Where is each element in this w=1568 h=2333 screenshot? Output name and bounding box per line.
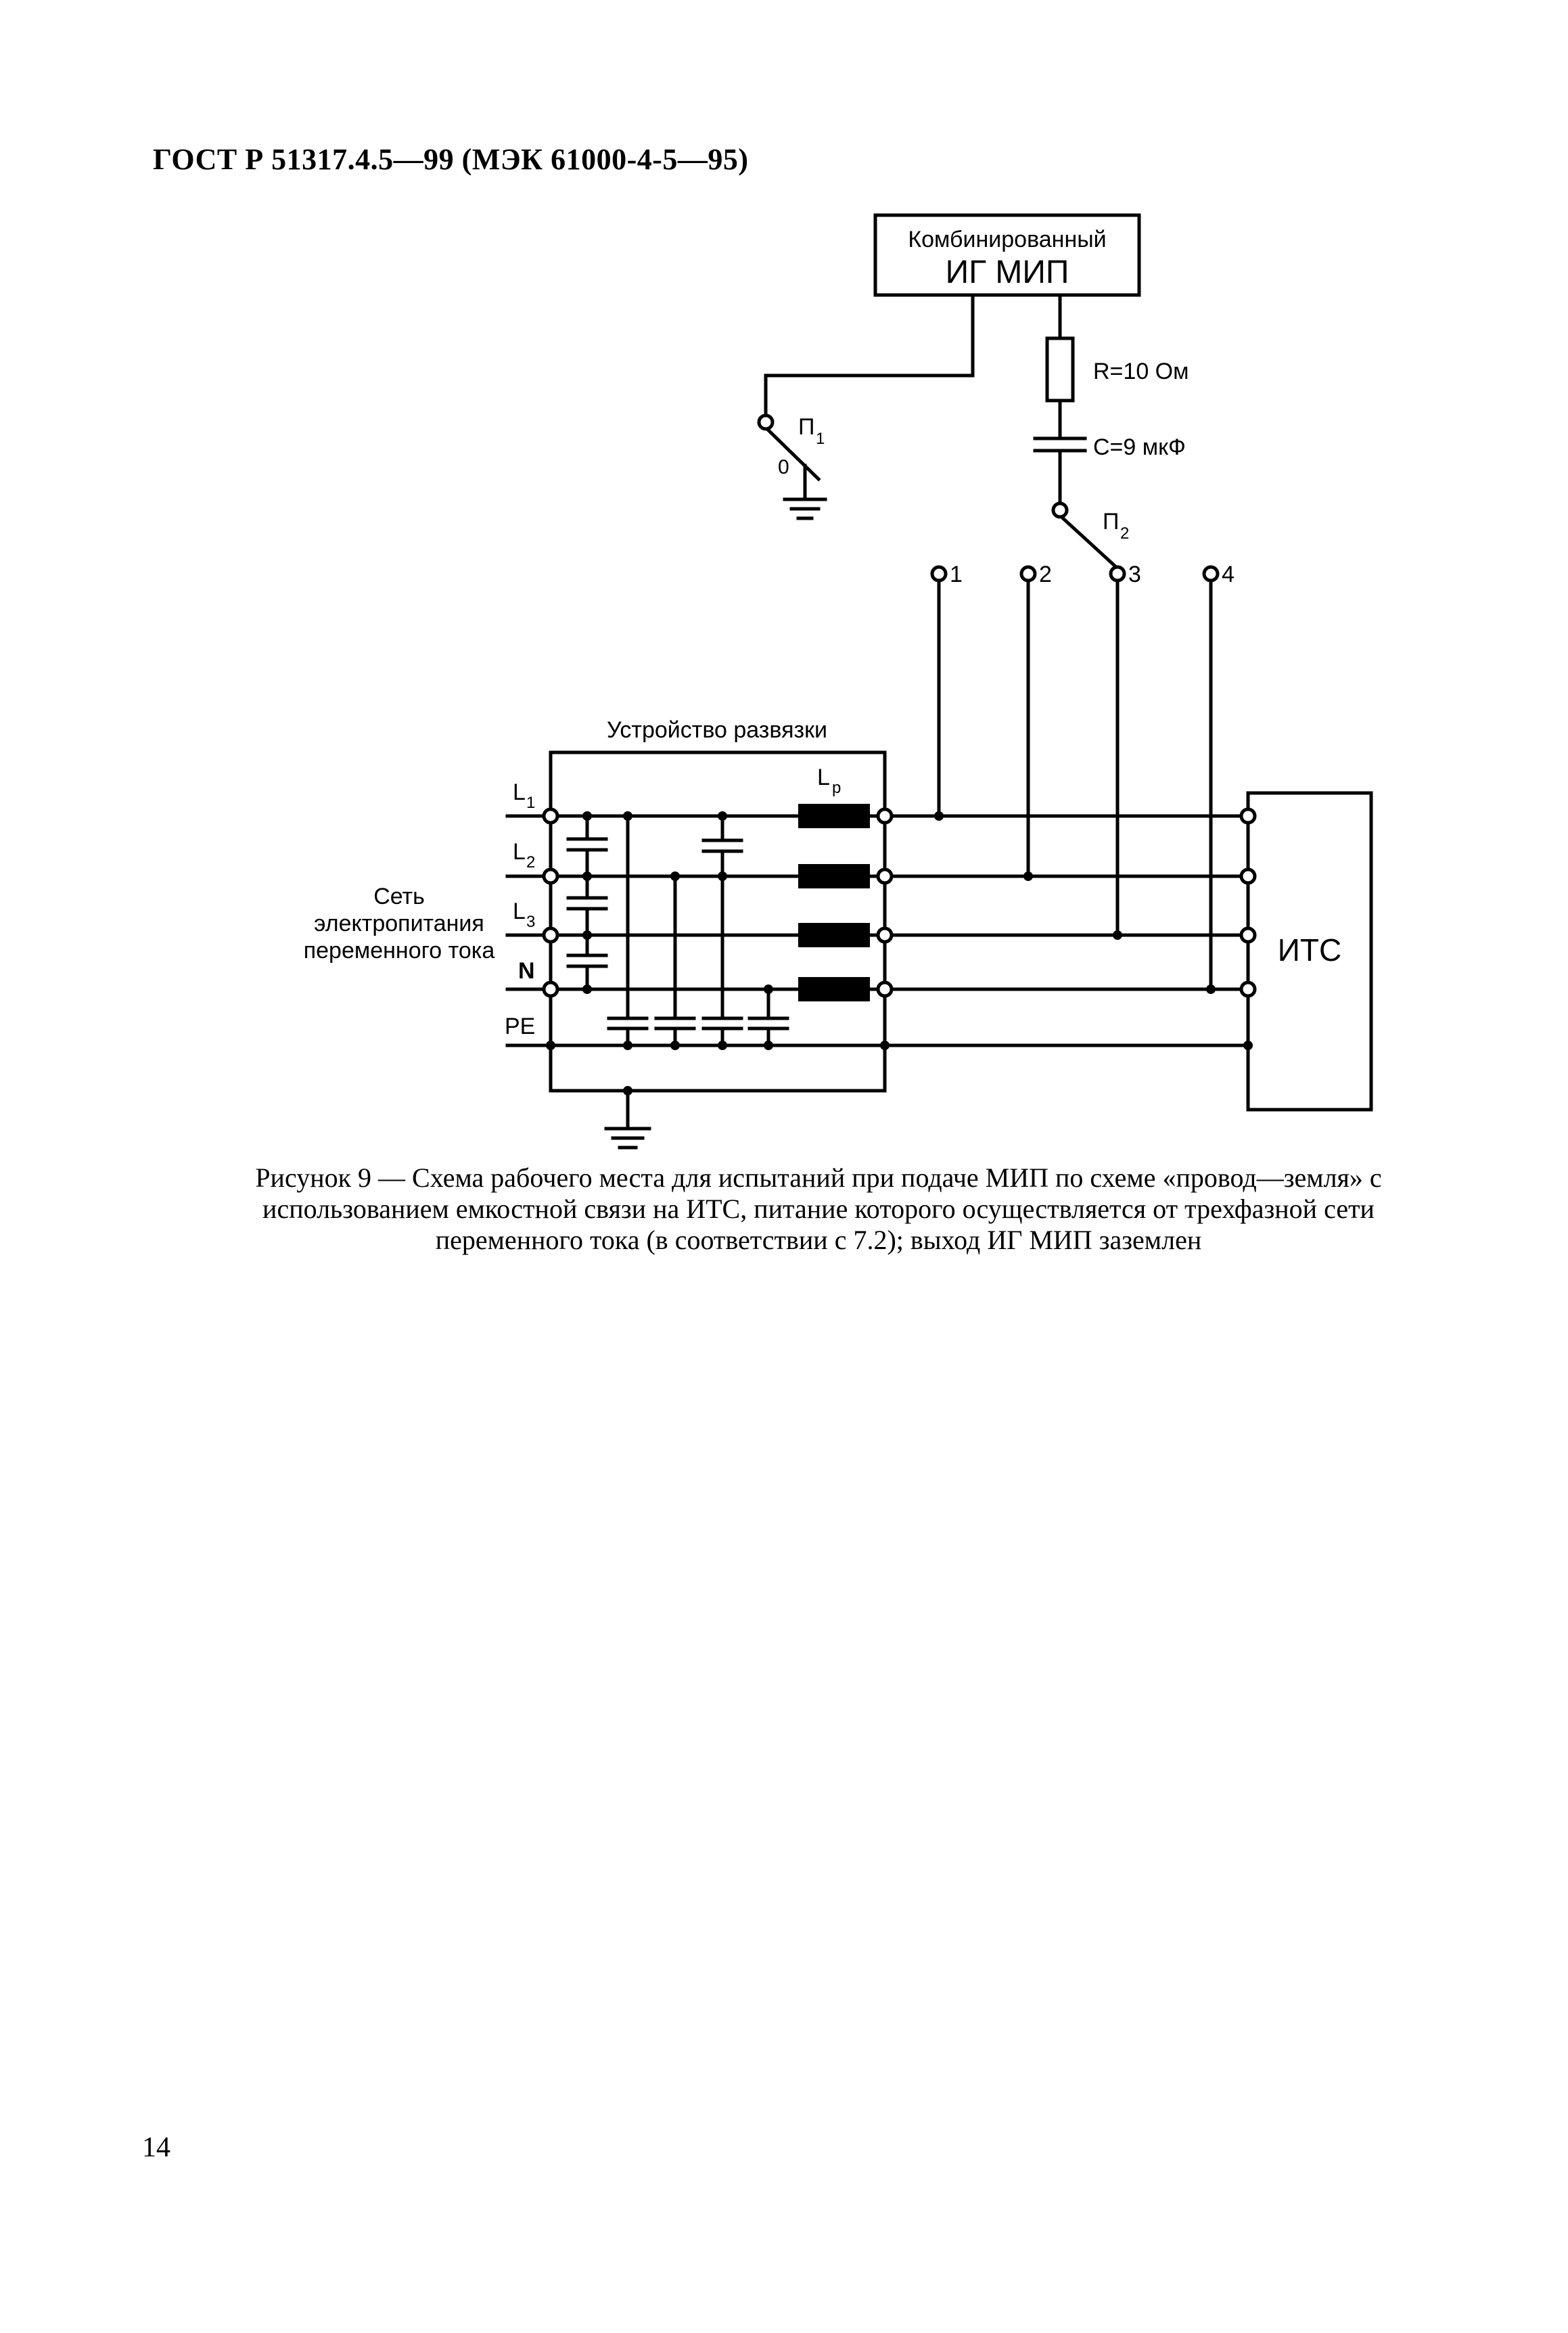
line-l1-label: L: [513, 779, 526, 805]
switch2-pivot: [1051, 501, 1069, 519]
generator-box: [873, 213, 1141, 297]
switch2-sub: 2: [1120, 524, 1129, 543]
terminal-4-label: 4: [1222, 562, 1235, 587]
terminal-2-label: 2: [1039, 562, 1052, 587]
decoupling-label: Устройство развязки: [607, 717, 827, 743]
line-l2-sub: 2: [526, 853, 535, 871]
document-header: ГОСТ Р 51317.4.5—99 (МЭК 61000-4-5—95): [153, 143, 749, 176]
line-l3-label: L: [513, 899, 526, 924]
terminal-3: [1109, 565, 1126, 583]
eut-label: ИТС: [1278, 932, 1341, 968]
resistor: [1045, 336, 1075, 403]
caption-line-1: Рисунок 9 — Схема рабочего места для исп…: [255, 1162, 1382, 1193]
inductor-l3: [798, 923, 870, 947]
terminal-1-label: 1: [950, 562, 963, 587]
generator-left-wire: [764, 293, 975, 418]
capacitor-label: C=9 мкФ: [1093, 434, 1186, 460]
line-pe-label: PE: [505, 1014, 535, 1039]
switch1-blade: [763, 425, 821, 482]
caption-line-3: переменного тока (в соответствии с 7.2);…: [435, 1225, 1202, 1255]
terminal-2: [1019, 565, 1037, 583]
switch2-label: П: [1103, 509, 1119, 535]
figure-caption: Рисунок 9 — Схема рабочего места для исп…: [203, 1162, 1434, 1256]
switch1-sub: 1: [816, 430, 825, 448]
resistor-label: R=10 Ом: [1093, 359, 1189, 384]
eut-box: [1246, 791, 1373, 1112]
inductor-label: L: [817, 765, 830, 790]
generator-label-line1: Комбинированный: [908, 227, 1106, 252]
mains-label-line1: Сеть: [373, 884, 425, 909]
inductor-l1: [798, 804, 870, 828]
terminal-1: [930, 565, 948, 583]
switch1-pivot: [757, 413, 775, 431]
inductor-l2: [798, 864, 870, 888]
circuit-diagram: Комбинированный ИГ МИП R=10 Ом C=9 мкФ П…: [304, 213, 1373, 1150]
inductor-n: [798, 977, 870, 1001]
line-l1-sub: 1: [526, 794, 535, 812]
page-number: 14: [142, 2132, 170, 2163]
generator-label-line2: ИГ МИП: [946, 254, 1069, 290]
mains-label-line3: переменного тока: [304, 938, 495, 964]
caption-line-2: использованием емкостной связи на ИТС, п…: [262, 1194, 1375, 1224]
switch1-zero: 0: [778, 456, 789, 478]
line-n-label: N: [518, 958, 535, 984]
line-l2-label: L: [513, 839, 526, 865]
switch2-blade: [1057, 513, 1119, 570]
terminal-4: [1202, 565, 1220, 583]
mains-label-line2: электропитания: [314, 911, 484, 936]
inductor-sub: p: [832, 779, 841, 797]
decoupling-box: [549, 750, 887, 1093]
inductors: [798, 804, 870, 1001]
line-l3-sub: 3: [526, 913, 535, 931]
terminal-3-label: 3: [1128, 562, 1141, 587]
switch1-label: П: [798, 414, 814, 440]
